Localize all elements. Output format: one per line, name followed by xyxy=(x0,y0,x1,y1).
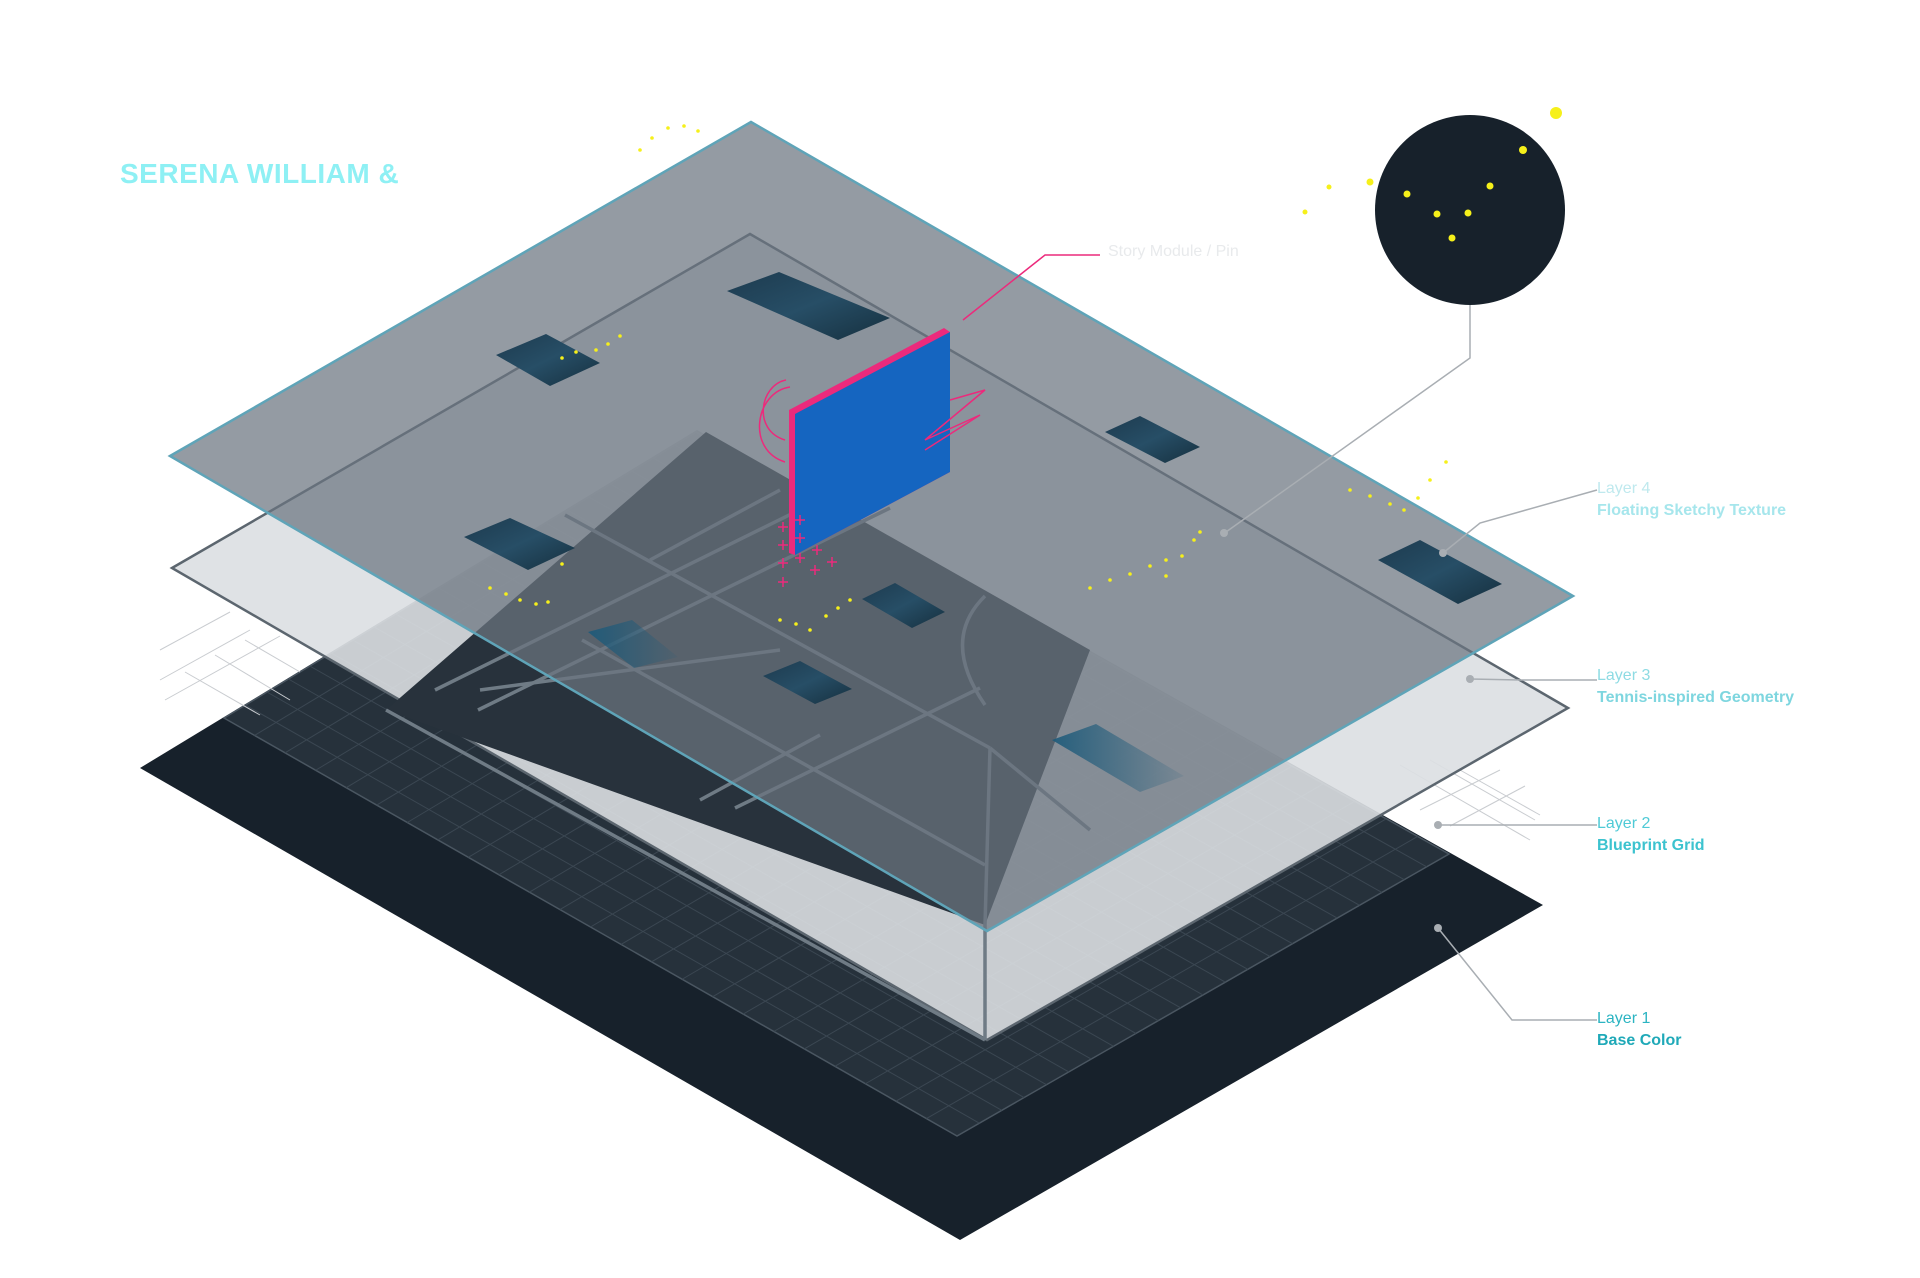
label-leader-lines xyxy=(1437,489,1598,1021)
star-dot xyxy=(1550,107,1562,119)
sparkle-dot xyxy=(1128,572,1132,576)
grid-line xyxy=(926,835,1418,1120)
sparkle-dot xyxy=(594,348,598,352)
layer-2-number: Layer 2 xyxy=(1597,815,1651,832)
star-dot xyxy=(1433,210,1441,218)
sparkle-dot xyxy=(650,136,654,140)
layer-4-number: Layer 4 xyxy=(1597,480,1651,497)
star-dot xyxy=(1366,178,1374,186)
star-dot xyxy=(1302,209,1308,215)
sparkle-dot xyxy=(1388,502,1392,506)
sparkle-dot xyxy=(666,126,670,130)
grid-line xyxy=(895,818,1387,1102)
sparkle-dot xyxy=(534,602,538,606)
layer-2-label: Layer 2 Blueprint Grid xyxy=(1597,813,1705,857)
pin-face xyxy=(795,332,950,555)
sparkle-dot xyxy=(778,618,782,622)
sparkle-dot xyxy=(794,622,798,626)
floating-texture-plane xyxy=(167,120,1576,933)
star-dot xyxy=(1448,234,1456,242)
sparkle-dot xyxy=(1368,494,1372,498)
constellation-circle-icon xyxy=(1220,107,1565,537)
sparkle-dot xyxy=(504,592,508,596)
sparkle-dot xyxy=(836,606,840,610)
layer-3-name: Tennis-inspired Geometry xyxy=(1597,689,1795,706)
sparkle-dot xyxy=(546,600,550,604)
sparkle-dot xyxy=(1348,488,1352,492)
star-dot xyxy=(1403,190,1411,198)
sparkle-dot xyxy=(560,562,564,566)
sparkle-dot xyxy=(618,334,622,338)
sparkle-dot xyxy=(808,628,812,632)
layer-3-label: Layer 3 Tennis-inspired Geometry xyxy=(1597,665,1794,709)
sparkle-dot xyxy=(518,598,522,602)
sparkle-dot xyxy=(1180,554,1184,558)
sparkle-dot xyxy=(682,124,686,128)
sparkle-dot xyxy=(1108,578,1112,582)
sparkle-dot xyxy=(824,614,828,618)
layer-1-label: Layer 1 Base Color xyxy=(1597,1008,1681,1052)
sparkle-dot xyxy=(848,598,852,602)
sparkle-dot xyxy=(1192,538,1196,542)
grid-extension-left xyxy=(159,611,301,716)
sparkle-dot xyxy=(1148,564,1152,568)
sparkle-dot xyxy=(1164,574,1168,578)
sparkle-dot xyxy=(696,129,700,133)
sparkle-dot xyxy=(1402,508,1406,512)
star-dot xyxy=(1486,182,1494,190)
glow-patches xyxy=(588,620,1184,792)
sparkle-dot xyxy=(606,342,610,346)
pin-label: Story Module / Pin xyxy=(1108,243,1239,260)
floating-texture-layer xyxy=(167,120,1576,933)
layer-2-name: Blueprint Grid xyxy=(1597,837,1705,854)
layer-1-number: Layer 1 xyxy=(1597,1010,1651,1027)
sparkle-dot xyxy=(1164,558,1168,562)
sparkle-dot xyxy=(1444,460,1448,464)
sparkle-dot xyxy=(574,350,578,354)
story-module-pin-icon xyxy=(758,254,1100,587)
sparkle-dot xyxy=(638,148,642,152)
star-dot xyxy=(1519,146,1527,154)
sparkle-dot xyxy=(488,586,492,590)
page-title: SERENA WILLIAM & xyxy=(120,158,400,189)
sparkle-dot xyxy=(1088,586,1092,590)
layer-4-name: Floating Sketchy Texture xyxy=(1597,502,1787,519)
star-dot xyxy=(1326,184,1332,190)
texture-patches xyxy=(464,272,1502,704)
layer-1-name: Base Color xyxy=(1597,1032,1682,1049)
sparkle-dot xyxy=(560,356,564,360)
sparkle-dot xyxy=(1416,496,1420,500)
star-dot xyxy=(1464,209,1472,217)
sparkle-dot xyxy=(1198,530,1202,534)
layer-4-label: Layer 4 Floating Sketchy Texture xyxy=(1597,478,1786,522)
layer-3-number: Layer 3 xyxy=(1597,667,1651,684)
sparkle-dot xyxy=(1428,478,1432,482)
